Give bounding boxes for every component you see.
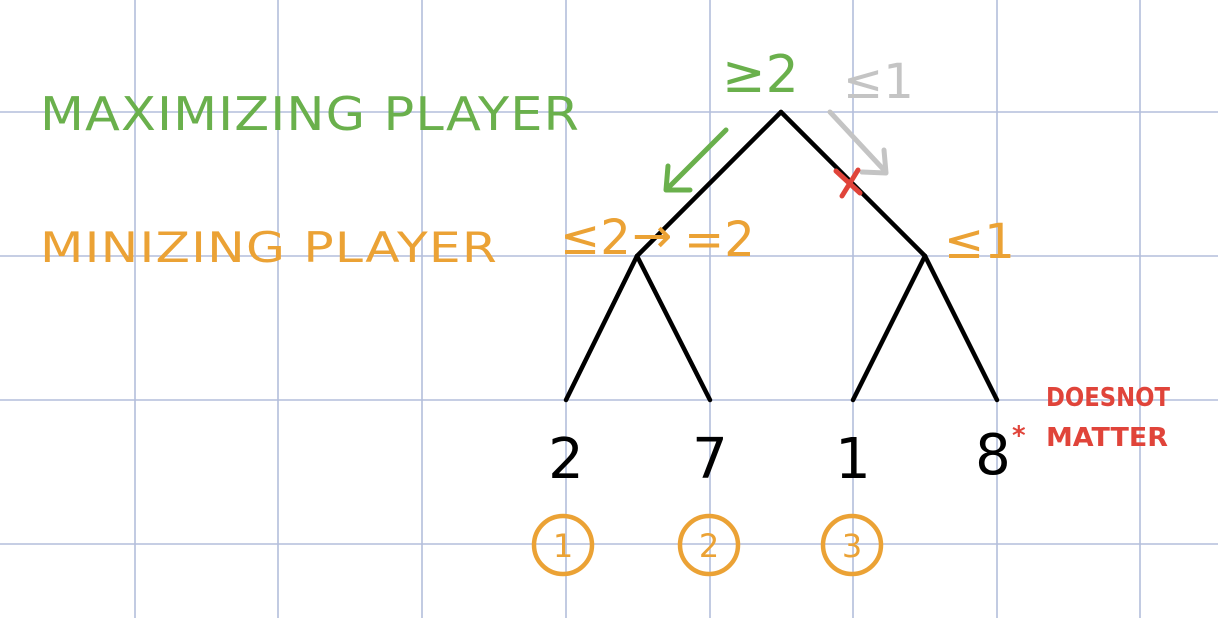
minimizing-player-label: MINIZING PLAYER: [40, 223, 498, 272]
right-min-value: ≤1: [944, 214, 1015, 270]
order-circle: [820, 513, 884, 577]
edge-root-left: [634, 109, 784, 259]
edge-right-leaf4: [922, 253, 1000, 403]
leaf-value: 7: [692, 427, 728, 492]
order-circle: [531, 513, 595, 577]
leaf-value: 1: [835, 427, 871, 492]
leaf-value: 2: [548, 427, 584, 492]
leaf-value: 8: [975, 423, 1011, 488]
green-arrow-icon: [663, 127, 729, 193]
order-number: 3: [842, 527, 862, 565]
note-line-1: DOESNOT: [1046, 383, 1170, 413]
note-line-2: MATTER: [1046, 423, 1168, 453]
order-marks: 1 2 3: [531, 513, 884, 577]
maximizing-player-label: MAXIMIZING PLAYER: [40, 87, 580, 141]
note-star: *: [1012, 421, 1026, 451]
root-value: ≥2: [722, 45, 799, 105]
prune-cross-icon: [833, 167, 863, 199]
left-min-initial-value: ≤2: [560, 210, 631, 266]
left-min-final-value: =2: [684, 212, 755, 268]
gray-arrow-icon: [827, 109, 889, 176]
order-number: 2: [699, 527, 719, 565]
order-circle: [677, 513, 741, 577]
left-min-arrow: →: [632, 208, 672, 264]
edge-left-leaf2: [634, 253, 713, 403]
order-number: 1: [553, 527, 573, 565]
edge-right-leaf3: [850, 253, 928, 403]
root-pruned-bound: ≤1: [843, 54, 914, 110]
edge-left-leaf1: [563, 253, 640, 403]
